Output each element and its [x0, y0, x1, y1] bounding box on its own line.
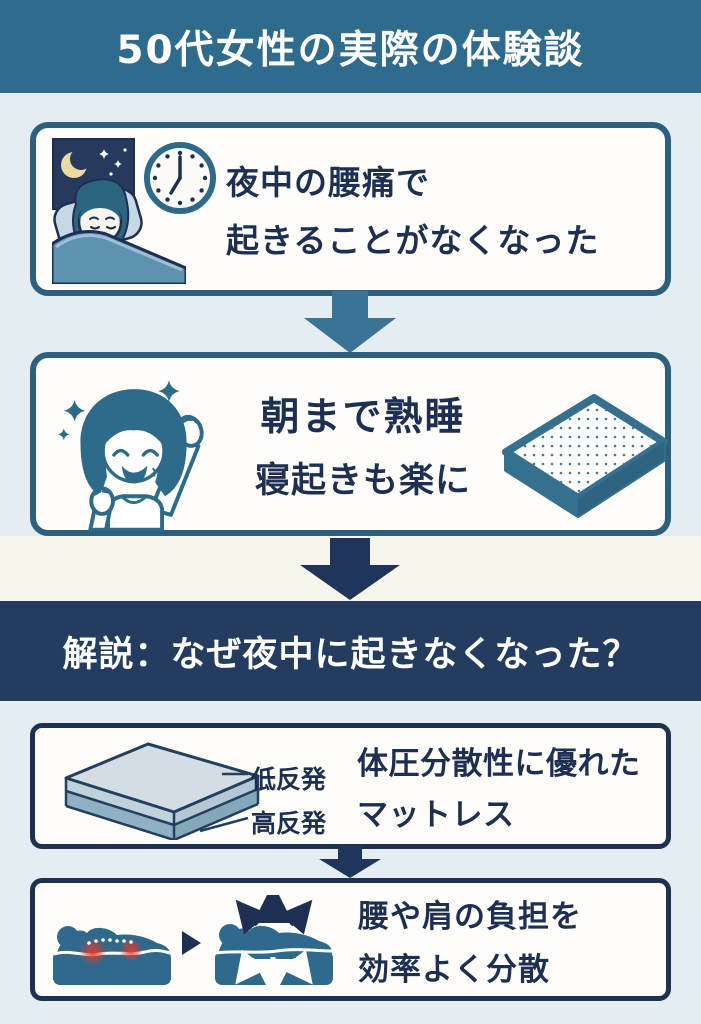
- card1-text: 夜中の腰痛で 起きることがなくなった: [226, 128, 599, 290]
- card2-line1: 朝まで熟睡: [260, 394, 466, 440]
- layered-mattress-icon: [64, 742, 260, 840]
- label-high-resilience: 高反発: [251, 809, 327, 838]
- card1-line2: 起きることがなくなった: [226, 221, 600, 260]
- happy-eye: [112, 448, 130, 457]
- pressure-dispersion-diagram: [53, 895, 333, 990]
- card2-line2: 寝起きも楽に: [254, 460, 471, 501]
- star-icon: [114, 160, 122, 168]
- card3-line1: 体圧分散性に優れた: [357, 746, 641, 782]
- down-arrow-icon: [300, 538, 400, 600]
- sparkle-icon: [158, 380, 180, 402]
- closed-eye: [105, 225, 117, 230]
- clock-icon: [144, 142, 216, 214]
- low-resilience-layer: [66, 778, 174, 825]
- card3-text: 体圧分散性に優れた マットレス: [357, 728, 641, 844]
- explanation-banner: 解説：なぜ夜中に起きなくなった？: [0, 601, 701, 701]
- card4-line2: 効率よく分散: [358, 951, 550, 988]
- banner-title: 解説：なぜ夜中に起きなくなった？: [62, 634, 639, 675]
- right-arrow-icon: [182, 931, 201, 955]
- down-arrow-icon: [304, 291, 396, 353]
- testimonial-card-morning: 朝まで熟睡 寝起きも楽に: [30, 352, 671, 536]
- sparkle-icon: [63, 399, 86, 422]
- blanket: [52, 230, 186, 284]
- fist: [89, 486, 115, 516]
- waking-woman-icon: [57, 380, 204, 531]
- card3-line2: マットレス: [357, 797, 515, 833]
- pressure-hotspot: [79, 938, 107, 966]
- mattress-icon: [502, 394, 668, 518]
- card4-line1: 腰や肩の負担を: [358, 898, 582, 935]
- high-resilience-layer: [66, 791, 174, 840]
- card1-line1: 夜中の腰痛で: [226, 163, 430, 202]
- pressure-points-icon: [53, 926, 171, 985]
- smiling-mouth: [121, 465, 148, 484]
- pressure-dispersed-icon: [215, 895, 333, 990]
- closed-eye: [89, 225, 101, 230]
- star-icon: [99, 149, 109, 159]
- label-low-resilience: 低反発: [251, 765, 327, 794]
- hour-hand: [169, 176, 182, 195]
- happy-eye: [141, 448, 159, 457]
- hair: [80, 389, 187, 497]
- down-arrow-icon: [319, 845, 381, 878]
- explanation-card-dispersion: 腰や肩の負担を 効率よく分散: [30, 878, 671, 1001]
- testimonial-card-night: 夜中の腰痛で 起きることがなくなった: [30, 122, 671, 296]
- card2-text: 朝まで熟睡 寝起きも楽に: [234, 358, 492, 530]
- sleeping-woman-night-icon: [52, 138, 186, 284]
- page-title: 50代女性の実際の体験談: [116, 27, 585, 73]
- card4-text: 腰や肩の負担を 効率よく分散: [358, 883, 582, 996]
- header-banner: 50代女性の実際の体験談: [0, 0, 701, 93]
- leader-line-bottom: [199, 816, 249, 833]
- explanation-card-mattress: 低反発 高反発 体圧分散性に優れた マットレス: [30, 723, 671, 849]
- pressure-hotspot: [119, 938, 143, 962]
- sparkle-icon: [57, 428, 70, 441]
